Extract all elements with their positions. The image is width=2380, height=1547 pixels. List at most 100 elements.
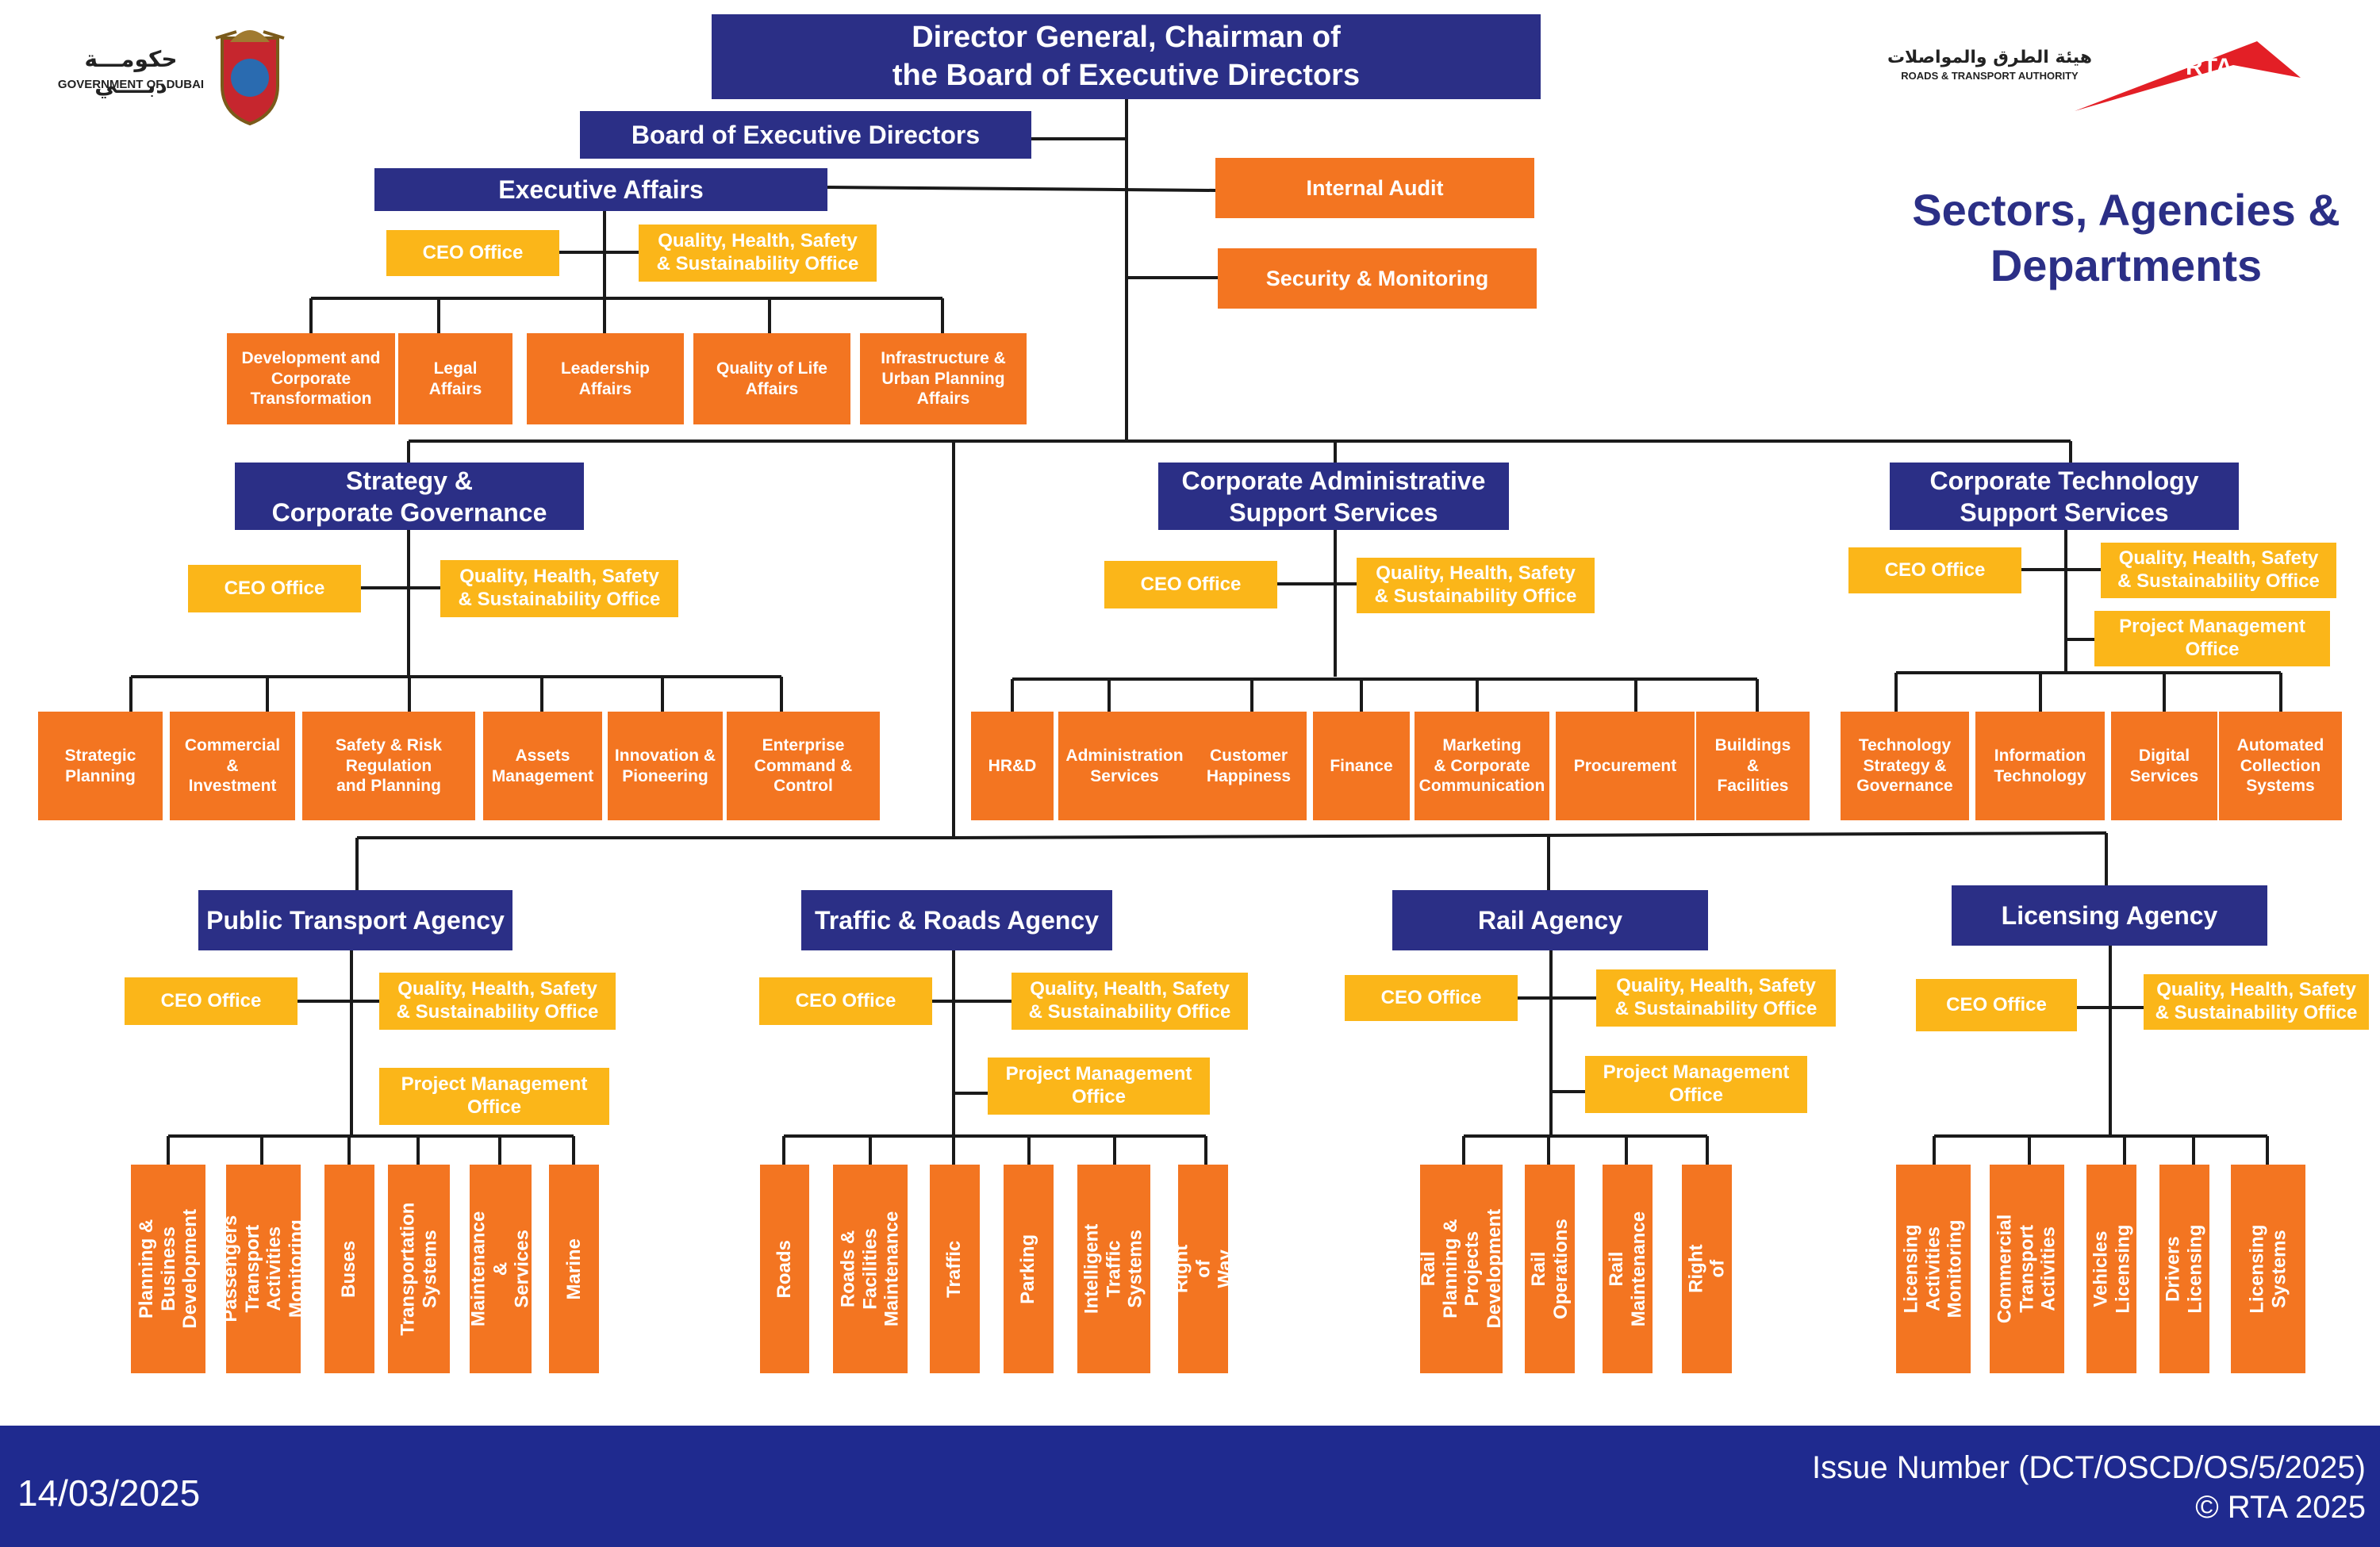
licensing-dept-5-label: Licensing Systems (2246, 1224, 2290, 1314)
executive-dept-4: Quality of Life Affairs (693, 333, 850, 424)
strategy-dept-6: Enterprise Command & Control (727, 712, 880, 820)
government-of-dubai-logo: حكومـــة دبــــي GOVERNMENT OF DUBAI (40, 14, 325, 126)
executive-dept-3: Leadership Affairs (527, 333, 684, 424)
public-transport-pmo-office: Project Management Office (379, 1068, 609, 1125)
public-transport-dept-1: Planning & Business Development (131, 1165, 205, 1373)
rail-dept-3-label: Rail Maintenance (1605, 1211, 1649, 1327)
traffic-dept-6: Right of Way (1178, 1165, 1228, 1373)
executive-affairs-box: Executive Affairs (374, 168, 827, 211)
traffic-dept-1-label: Roads (774, 1239, 796, 1299)
rail-dept-4: Rail Right of Way (1682, 1165, 1732, 1373)
public-transport-dept-2-label: Passengers Transport Activities Monitori… (226, 1215, 301, 1322)
public-transport-dept-1-label: Planning & Business Development (135, 1209, 201, 1329)
issue-date: 14/03/2025 (17, 1472, 201, 1514)
internal-audit-box: Internal Audit (1215, 158, 1534, 218)
traffic-dept-5: Intelligent Traffic Systems (1077, 1165, 1150, 1373)
dubai-emblem-icon (215, 30, 285, 126)
strategy-dept-4: Assets Management (483, 712, 602, 820)
licensing-dept-4: Drivers Licensing (2159, 1165, 2209, 1373)
traffic-ceo-office: CEO Office (759, 977, 932, 1025)
rail-qhss-office: Quality, Health, Safety & Sustainability… (1596, 969, 1836, 1027)
traffic-dept-1: Roads (760, 1165, 809, 1373)
admin-dept-1: HR&D (971, 712, 1054, 820)
strategy-dept-1: Strategic Planning (38, 712, 163, 820)
rail-ceo-office: CEO Office (1345, 975, 1518, 1021)
government-arabic-name: حكومـــة دبــــي (84, 46, 178, 98)
rail-dept-3: Rail Maintenance (1603, 1165, 1653, 1373)
strategy-sector-box: Strategy & Corporate Governance (235, 463, 584, 530)
licensing-qhss-office: Quality, Health, Safety & Sustainability… (2144, 974, 2369, 1030)
rail-dept-1: Rail Planning & Projects Development (1420, 1165, 1503, 1373)
admin-ceo-office: CEO Office (1104, 561, 1277, 608)
public-transport-dept-5-label: Maintenance & Services (470, 1211, 532, 1327)
tech-qhss-office: Quality, Health, Safety & Sustainability… (2101, 543, 2336, 598)
licensing-dept-3: Vehicles Licensing (2086, 1165, 2136, 1373)
licensing-agency-box: Licensing Agency (1952, 885, 2267, 946)
tech-dept-2: Information Technology (1975, 712, 2105, 820)
admin-dept-7: Buildings & Facilities (1696, 712, 1810, 820)
licensing-dept-2: Commercial Transport Activities (1990, 1165, 2064, 1373)
issue-number: Issue Number (DCT/OSCD/OS/5/2025) (1812, 1450, 2366, 1485)
admin-qhss-office: Quality, Health, Safety & Sustainability… (1357, 558, 1595, 613)
public-transport-qhss-office: Quality, Health, Safety & Sustainability… (379, 973, 616, 1030)
executive-dept-2: Legal Affairs (398, 333, 512, 424)
public-transport-dept-2: Passengers Transport Activities Monitori… (226, 1165, 301, 1373)
traffic-pmo-office: Project Management Office (988, 1058, 1210, 1115)
strategy-dept-2: Commercial & Investment (170, 712, 295, 820)
admin-dept-2: Administration Services (1058, 712, 1191, 820)
rta-mark: RTA (2186, 54, 2233, 80)
strategy-ceo-office: CEO Office (188, 565, 361, 612)
licensing-ceo-office: CEO Office (1916, 979, 2077, 1031)
admin-dept-3: Customer Happiness (1191, 712, 1307, 820)
government-english-name: GOVERNMENT OF DUBAI (57, 78, 205, 91)
traffic-dept-3-label: Traffic (943, 1240, 965, 1298)
traffic-dept-2-label: Roads & Facilities Maintenance (837, 1211, 903, 1327)
executive-dept-5: Infrastructure & Urban Planning Affairs (860, 333, 1027, 424)
strategy-dept-5: Innovation & Pioneering (608, 712, 723, 820)
public-transport-ceo-office: CEO Office (125, 977, 298, 1025)
public-transport-dept-6: Marine (549, 1165, 599, 1373)
executive-dept-1: Development and Corporate Transformation (227, 333, 395, 424)
admin-dept-4: Finance (1313, 712, 1410, 820)
director-general-box: Director General, Chairman of the Board … (712, 14, 1541, 99)
traffic-dept-5-label: Intelligent Traffic Systems (1081, 1223, 1146, 1315)
licensing-dept-1: Licensing Activities Monitoring (1896, 1165, 1971, 1373)
copyright: © RTA 2025 (2195, 1490, 2366, 1525)
traffic-dept-6-label: Right of Way (1178, 1244, 1228, 1294)
traffic-dept-4: Parking (1004, 1165, 1054, 1373)
admin-dept-6: Procurement (1556, 712, 1695, 820)
rail-dept-2-label: Rail Operations (1527, 1219, 1572, 1319)
licensing-dept-3-label: Vehicles Licensing (2089, 1224, 2133, 1314)
rta-english-name: ROADS & TRANSPORT AUTHORITY (1901, 70, 2079, 82)
public-transport-dept-4: Transportation Systems (388, 1165, 450, 1373)
rail-dept-2: Rail Operations (1525, 1165, 1575, 1373)
security-monitoring-box: Security & Monitoring (1218, 248, 1537, 309)
board-of-executive-directors-box: Board of Executive Directors (580, 111, 1031, 159)
rta-logo: هيئة الطرق والمواصلات ROADS & TRANSPORT … (1864, 24, 2309, 119)
strategy-qhss-office: Quality, Health, Safety & Sustainability… (440, 560, 678, 617)
rail-dept-4-label: Rail Right of Way (1682, 1244, 1732, 1294)
licensing-dept-4-label: Drivers Licensing (2162, 1224, 2206, 1314)
rail-agency-box: Rail Agency (1392, 890, 1708, 950)
executive-qhss-office: Quality, Health, Safety & Sustainability… (639, 225, 877, 282)
public-transport-agency-box: Public Transport Agency (198, 890, 512, 950)
rta-arabic-name: هيئة الطرق والمواصلات (1887, 48, 2093, 67)
traffic-dept-4-label: Parking (1017, 1234, 1039, 1304)
traffic-dept-2: Roads & Facilities Maintenance (833, 1165, 908, 1373)
rta-swoosh-icon (2075, 41, 2301, 111)
executive-ceo-office: CEO Office (386, 230, 559, 276)
traffic-dept-3: Traffic (930, 1165, 980, 1373)
public-transport-dept-4-label: Transportation Systems (397, 1202, 441, 1336)
tech-sector-box: Corporate Technology Support Services (1890, 463, 2239, 530)
admin-dept-5: Marketing & Corporate Communication (1415, 712, 1549, 820)
footer-bar: 14/03/2025 Issue Number (DCT/OSCD/OS/5/2… (0, 1426, 2380, 1547)
issue-info: Issue Number (DCT/OSCD/OS/5/2025) © RTA … (1812, 1448, 2366, 1527)
tech-pmo-office: Project Management Office (2094, 611, 2330, 666)
rail-pmo-office: Project Management Office (1585, 1056, 1807, 1113)
public-transport-dept-3: Buses (324, 1165, 374, 1373)
tech-ceo-office: CEO Office (1848, 547, 2021, 593)
public-transport-dept-5: Maintenance & Services (470, 1165, 532, 1373)
tech-dept-4: Automated Collection Systems (2219, 712, 2342, 820)
strategy-dept-3: Safety & Risk Regulation and Planning (302, 712, 475, 820)
